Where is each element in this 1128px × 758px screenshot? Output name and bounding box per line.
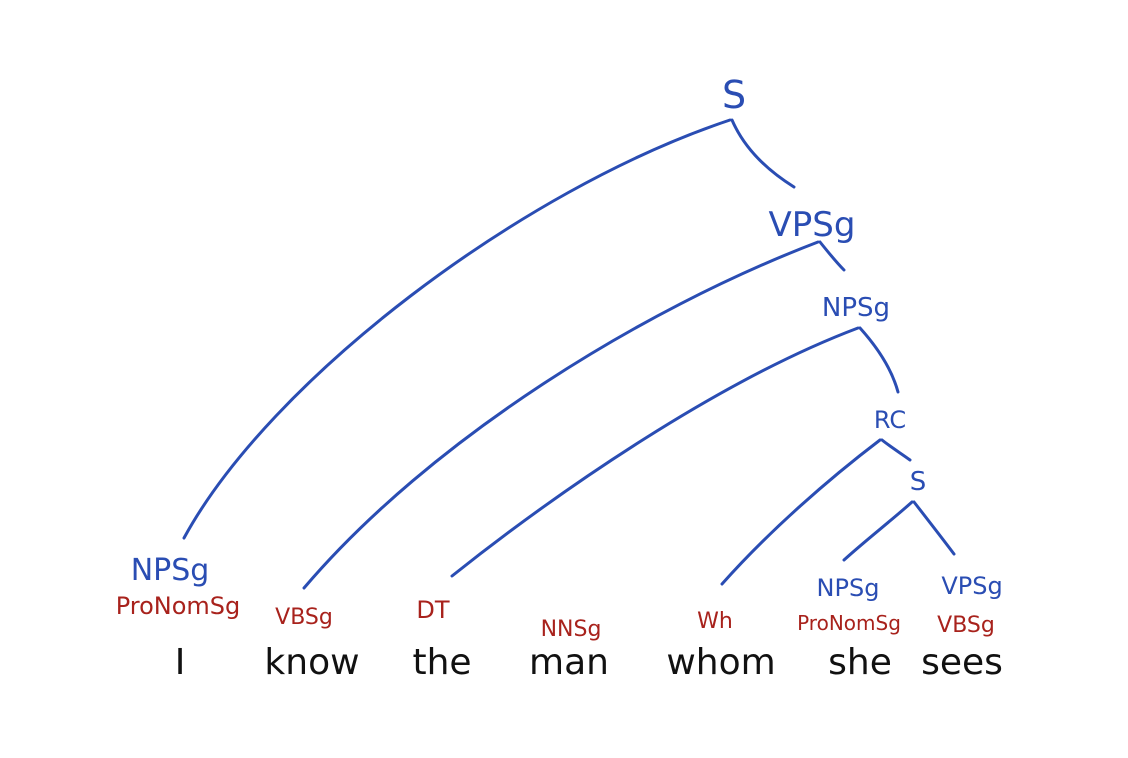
node-vpsg: VPSg	[769, 205, 856, 245]
edge-vpsg-to-vbsg	[302, 240, 820, 590]
edge-rc-to-wh	[720, 438, 882, 586]
edge-vpsg-to-npsg-object	[818, 240, 846, 272]
tag-vbsg-sees: VBSg	[937, 613, 995, 638]
pos-tags: ProNomSg VBSg DT NNSg Wh ProNomSg VBSg	[116, 592, 995, 642]
node-rc: RC	[874, 406, 906, 434]
edge-rc-to-s	[880, 438, 912, 462]
node-s-relative: S	[910, 467, 927, 497]
edge-s-to-npsg-rel	[842, 500, 914, 562]
edge-s-to-npsg-subject	[182, 118, 732, 540]
tree-edges	[182, 118, 956, 590]
tag-wh-whom: Wh	[697, 609, 733, 634]
tag-dt-the: DT	[416, 596, 449, 624]
tag-nnsg-man: NNSg	[541, 617, 602, 642]
word-man: man	[529, 642, 609, 683]
edge-npsg-to-rc	[858, 326, 900, 394]
edge-s-to-vpsg-rel	[912, 500, 956, 556]
word-i: I	[175, 642, 186, 683]
word-the: the	[412, 642, 471, 683]
node-npsg-subject: NPSg	[131, 553, 210, 588]
edge-s-to-vpsg	[730, 118, 796, 189]
node-npsg-relative: NPSg	[817, 574, 880, 602]
tag-pronomsg-i: ProNomSg	[116, 592, 241, 620]
word-know: know	[264, 642, 359, 683]
word-she: she	[828, 642, 892, 683]
node-vpsg-relative: VPSg	[941, 572, 1002, 600]
sentence-words: I know the man whom she sees	[175, 642, 1003, 683]
tag-pronomsg-she: ProNomSg	[797, 611, 901, 635]
edge-npsg-to-dt	[450, 326, 860, 578]
word-whom: whom	[666, 642, 775, 683]
node-s-root: S	[722, 73, 746, 117]
phrase-nodes: S VPSg NPSg RC S NPSg NPSg VPSg	[131, 73, 1003, 602]
word-sees: sees	[921, 642, 1003, 683]
node-npsg-object: NPSg	[822, 293, 890, 323]
tag-vbsg-know: VBSg	[275, 605, 333, 630]
